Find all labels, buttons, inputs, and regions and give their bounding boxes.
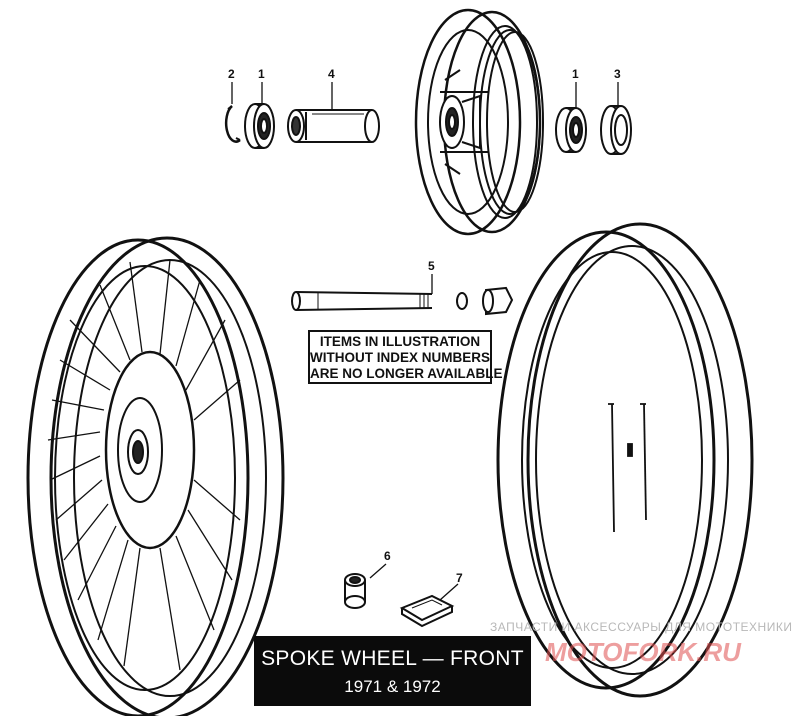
callout-5: 5	[428, 259, 435, 273]
diagram-years: 1971 & 1972	[344, 677, 441, 696]
callout-7: 7	[456, 571, 463, 585]
notice-line-1: ITEMS IN ILLUSTRATION	[319, 334, 481, 349]
notice-line-2: WITHOUT INDEX NUMBERS	[310, 350, 490, 365]
callout-1-left: 1	[258, 67, 265, 81]
callout-6: 6	[384, 549, 391, 563]
assembled-spoke-wheel	[26, 236, 285, 716]
callout-2: 2	[228, 67, 235, 81]
snap-ring-part-2	[224, 105, 241, 143]
diagram-title-block: SPOKE WHEEL — FRONT 1971 & 1972	[254, 636, 531, 706]
spacer-bushing-part-6	[344, 573, 366, 609]
callout-4: 4	[328, 67, 335, 81]
availability-notice: ITEMS IN ILLUSTRATION WITHOUT INDEX NUMB…	[308, 330, 503, 384]
callout-leaders	[231, 82, 619, 601]
notice-line-3: ARE NO LONGER AVAILABLE	[310, 366, 503, 381]
watermark-brand: MOTOFORK.RU	[545, 637, 741, 667]
axle-part-5	[291, 286, 514, 316]
callout-3: 3	[614, 67, 621, 81]
wheel-hub	[414, 8, 544, 236]
bearing-part-1-left	[244, 103, 275, 149]
bearing-part-1-right	[555, 107, 587, 153]
rim-strip-part-7	[399, 594, 455, 628]
callout-1-right: 1	[572, 67, 579, 81]
diagram-title: SPOKE WHEEL — FRONT	[261, 647, 524, 670]
watermark-tagline: ЗАПЧАСТИ И АКСЕССУАРЫ ДЛЯ МОТОТЕХНИКИ	[490, 620, 793, 634]
wheel-rim	[496, 222, 754, 698]
grease-seal-part-3	[600, 105, 632, 155]
spacer-sleeve-part-4	[287, 109, 380, 143]
spokes-and-nipple	[608, 403, 647, 533]
